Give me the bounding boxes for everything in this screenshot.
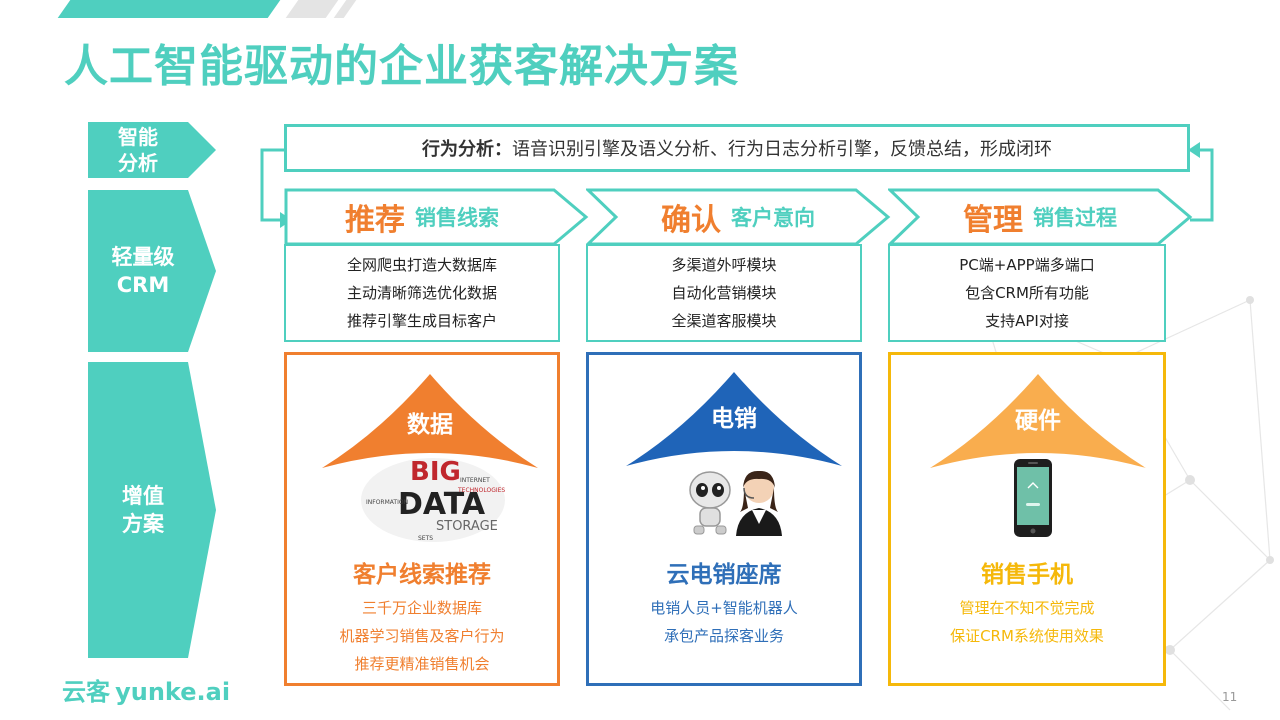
stage-features-manage: PC端+APP端多端口 包含CRM所有功能 支持API对接: [888, 244, 1166, 342]
badge-arrow-telesales: [626, 372, 842, 466]
word-cloud-text: BIG: [410, 457, 461, 487]
brand-logo-en: yunke.ai: [115, 678, 231, 706]
stage-head-manage: 管理 销售过程: [902, 188, 1178, 246]
brand-logo-cn: 云客: [62, 678, 110, 706]
stage-head-confirm: 确认 客户意向: [600, 188, 876, 246]
feature-item: PC端+APP端多端口: [959, 256, 1095, 274]
stage-sub-label: 销售过程: [1033, 206, 1117, 230]
header-stripe: [57, 0, 281, 18]
card-line: 机器学习销售及客户行为: [339, 626, 505, 645]
behavior-analysis-bar: 行为分析： 语音识别引擎及语义分析、行为日志分析引擎，反馈总结，形成闭环: [284, 124, 1190, 172]
card-line: 推荐更精准销售机会: [354, 654, 490, 673]
feature-item: 包含CRM所有功能: [965, 284, 1089, 302]
big-data-word-cloud: BIG DATA STORAGE TECHNOLOGIES INFORMATIO…: [361, 457, 505, 542]
stage-features-recommend: 全网爬虫打造大数据库 主动清晰筛选优化数据 推荐引擎生成目标客户: [284, 244, 560, 342]
feature-item: 推荐引擎生成目标客户: [346, 312, 497, 330]
word-cloud-text: SETS: [418, 535, 433, 542]
feature-item: 全渠道客服模块: [671, 312, 777, 330]
badge-label-telesales: 电销: [711, 406, 757, 432]
word-cloud-text: INFORMATION: [366, 499, 408, 506]
brand-logo: 云客 yunke.ai: [62, 672, 230, 707]
side-label-bg-value: [88, 362, 216, 658]
mobile-phone-icon: [1014, 459, 1052, 537]
card-line: 三千万企业数据库: [361, 598, 482, 617]
stage-head-recommend: 推荐 销售线索: [284, 188, 560, 246]
agent-icon: [736, 470, 782, 536]
feature-item: 自动化营销模块: [671, 284, 777, 302]
page-number: 11: [1222, 690, 1238, 704]
feature-item: 全网爬虫打造大数据库: [346, 256, 497, 274]
word-cloud-text: DATA: [398, 487, 486, 522]
stage-features-confirm: 多渠道外呼模块 自动化营销模块 全渠道客服模块: [586, 244, 862, 342]
stage-chevron-recommend: [284, 188, 589, 246]
side-label-bg-analysis: [88, 122, 216, 178]
word-cloud-text: STORAGE: [436, 519, 498, 534]
card-line: 承包产品探客业务: [663, 626, 784, 645]
badge-label-data: 数据: [407, 412, 453, 438]
side-label-value: 增值 方案: [122, 484, 164, 536]
card-line: 保证CRM系统使用效果: [950, 626, 1104, 645]
side-label-analysis: 智能 分析: [118, 125, 158, 175]
word-cloud-text: INTERNET: [460, 477, 490, 484]
card-line: 电销人员+智能机器人: [650, 598, 798, 617]
badge-label-hardware: 硬件: [1015, 408, 1061, 434]
badge-arrow-hardware: [930, 374, 1146, 468]
card-line: 管理在不知不觉完成: [959, 598, 1095, 617]
behavior-analysis-label: 行为分析：: [422, 139, 512, 160]
card-title-telesales: 云电销座席: [666, 562, 782, 588]
feature-item: 主动清晰筛选优化数据: [346, 284, 497, 302]
card-title-hardware: 销售手机: [981, 562, 1073, 588]
stage-main-label: 确认: [661, 203, 721, 238]
robot-icon: [689, 471, 731, 535]
feature-item: 多渠道外呼模块: [671, 256, 777, 274]
side-label-crm: 轻量级 CRM: [111, 245, 175, 297]
card-title-data: 客户线索推荐: [353, 562, 491, 588]
stage-main-label: 推荐: [345, 203, 405, 238]
badge-arrow-data: [322, 374, 538, 468]
stage-sub-label: 客户意向: [731, 206, 815, 230]
word-cloud-text: TECHNOLOGIES: [457, 487, 505, 494]
page-title: 人工智能驱动的企业获客解决方案: [64, 41, 739, 92]
behavior-analysis-text: 语音识别引擎及语义分析、行为日志分析引擎，反馈总结，形成闭环: [512, 139, 1052, 160]
stage-sub-label: 销售线索: [415, 206, 499, 230]
feature-item: 支持API对接: [985, 312, 1069, 330]
side-label-bg-crm: [88, 190, 216, 352]
stage-main-label: 管理: [963, 203, 1023, 238]
